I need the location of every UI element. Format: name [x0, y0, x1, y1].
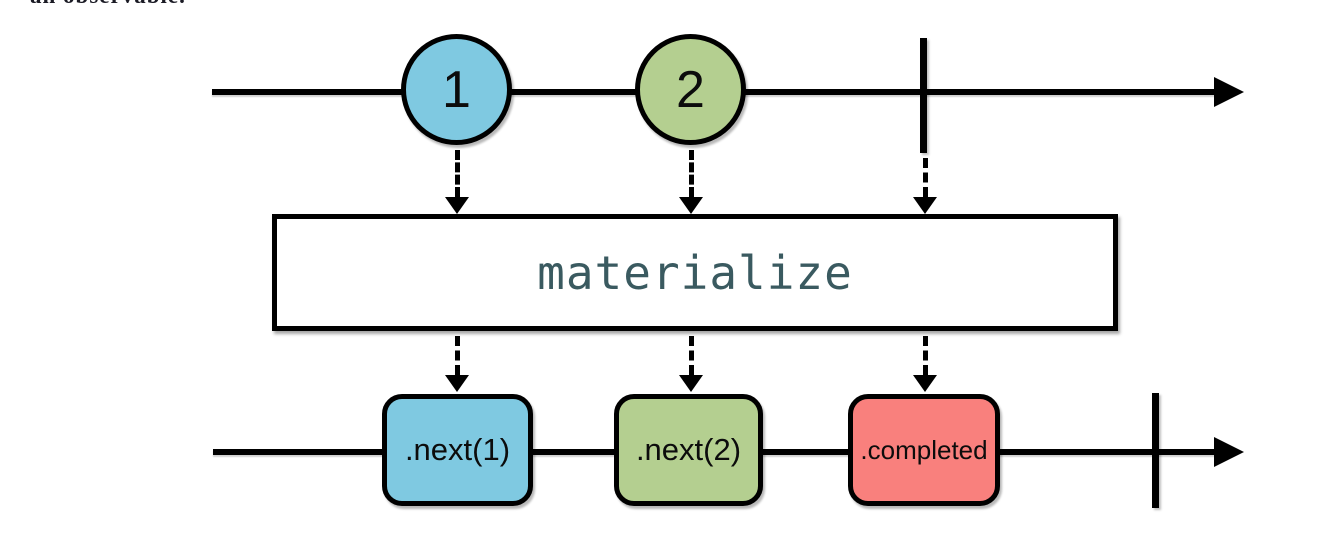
event-box-next-1: .next(1) — [382, 394, 533, 506]
operator-box: materialize — [272, 214, 1118, 331]
output-completed-mark — [1152, 393, 1159, 508]
dashed-arrow-out-3-icon — [913, 336, 937, 392]
dashed-arrow-in-3-icon — [913, 158, 937, 214]
dashed-line — [922, 336, 928, 375]
arrowhead-down-icon — [913, 197, 937, 214]
marble-next-2: 2 — [635, 34, 746, 145]
arrowhead-down-icon — [445, 197, 469, 214]
dashed-line — [454, 150, 460, 197]
dashed-arrow-in-1-icon — [445, 150, 469, 214]
source-timeline-arrowhead-icon — [1214, 77, 1244, 107]
dashed-line — [688, 150, 694, 197]
output-timeline-arrowhead-icon — [1214, 437, 1244, 467]
operator-label: materialize — [537, 245, 853, 300]
dashed-arrow-out-2-icon — [679, 336, 703, 392]
dashed-line — [688, 336, 694, 375]
dashed-line — [922, 158, 928, 197]
arrowhead-down-icon — [913, 375, 937, 392]
arrowhead-down-icon — [679, 375, 703, 392]
marble-next-2-label: 2 — [676, 60, 705, 119]
dashed-line — [454, 336, 460, 375]
dashed-arrow-out-1-icon — [445, 336, 469, 392]
event-box-completed: .completed — [848, 394, 1000, 506]
source-completed-mark — [920, 38, 927, 153]
marble-next-1-label: 1 — [442, 60, 471, 119]
clipped-paragraph-text: an observable. — [30, 0, 186, 9]
dashed-arrow-in-2-icon — [679, 150, 703, 214]
arrowhead-down-icon — [679, 197, 703, 214]
event-box-next-2: .next(2) — [614, 394, 763, 506]
event-box-next-2-label: .next(2) — [635, 432, 742, 467]
arrowhead-down-icon — [445, 375, 469, 392]
marble-next-1: 1 — [401, 34, 512, 145]
event-box-completed-label: .completed — [860, 434, 988, 465]
event-box-next-1-label: .next(1) — [404, 432, 511, 467]
